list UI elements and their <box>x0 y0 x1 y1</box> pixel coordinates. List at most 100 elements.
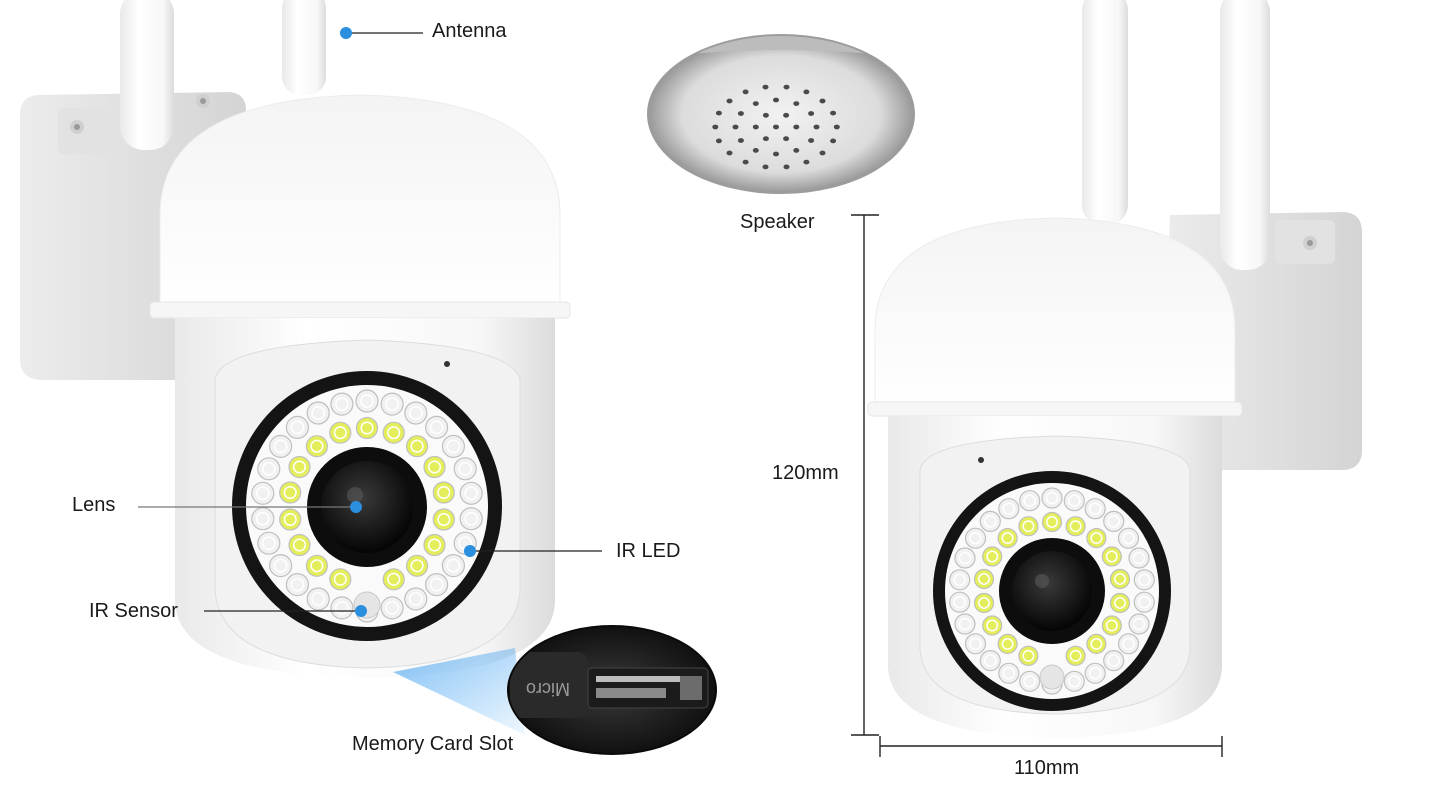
right-inner-led-group <box>973 511 1131 666</box>
right-outer-led-group <box>949 487 1155 695</box>
speaker-hole <box>742 89 749 95</box>
led <box>382 568 405 591</box>
led <box>997 527 1018 549</box>
led <box>973 568 995 590</box>
led-highlight <box>408 592 423 606</box>
led-highlight <box>986 619 999 632</box>
speaker-hole <box>808 111 815 116</box>
speaker-hole <box>783 164 790 170</box>
speaker-hole <box>783 84 790 90</box>
led-highlight <box>311 406 326 420</box>
led <box>1019 490 1041 512</box>
led <box>954 547 976 569</box>
led <box>949 569 971 591</box>
led-highlight <box>984 654 997 667</box>
led <box>288 533 311 557</box>
led-highlight <box>273 439 288 454</box>
height-dimension-label: 120mm <box>772 462 839 484</box>
speaker-hole <box>762 84 769 90</box>
led <box>1084 662 1106 684</box>
led <box>306 401 330 425</box>
left-outer-led-group <box>251 389 483 623</box>
led <box>982 546 1003 567</box>
led-highlight <box>311 592 326 606</box>
lens-dot <box>350 501 362 513</box>
speaker-hole <box>783 112 790 118</box>
led-highlight <box>437 485 451 500</box>
speaker-hole <box>773 151 779 157</box>
led <box>1103 510 1125 533</box>
right-antenna-1 <box>1082 0 1128 225</box>
led <box>1103 649 1125 672</box>
led-highlight <box>1022 520 1035 533</box>
led-highlight <box>1002 502 1016 515</box>
led <box>380 596 404 620</box>
right-camera <box>867 0 1362 738</box>
led <box>269 434 293 458</box>
led-highlight <box>429 420 444 435</box>
left-antenna-2 <box>282 0 326 95</box>
speaker-hole <box>830 138 837 144</box>
led <box>425 572 449 597</box>
led <box>1101 546 1122 567</box>
led <box>288 455 311 479</box>
led-highlight <box>408 406 423 420</box>
led-highlight <box>410 439 424 453</box>
led <box>441 553 465 578</box>
ir-sensor-label: IR Sensor <box>89 600 178 622</box>
speaker-hole <box>726 150 733 156</box>
led-highlight <box>978 597 990 609</box>
led-highlight <box>458 461 473 476</box>
led-highlight <box>290 577 305 592</box>
led <box>1018 516 1039 537</box>
led <box>285 572 309 597</box>
led-highlight <box>1114 573 1126 585</box>
ir-led-label: IR LED <box>616 540 681 562</box>
led-highlight <box>1002 667 1016 680</box>
led-highlight <box>1138 595 1151 609</box>
led-highlight <box>1001 532 1014 545</box>
speaker-hole <box>833 124 840 130</box>
memory-card-slot-label: Memory Card Slot <box>352 733 514 755</box>
memory-card-print: Micro <box>526 679 570 699</box>
speaker-hole <box>813 124 820 130</box>
speaker-hole <box>830 110 837 116</box>
led <box>279 508 302 531</box>
led <box>459 507 483 531</box>
speaker-hole <box>737 111 744 116</box>
led-highlight <box>1023 675 1036 688</box>
led-highlight <box>427 460 442 474</box>
led-highlight <box>310 559 324 573</box>
led <box>964 633 987 655</box>
led-highlight <box>1107 515 1120 528</box>
led-highlight <box>273 558 288 573</box>
speaker-hole <box>793 148 800 153</box>
speaker-hole <box>742 159 749 165</box>
speaker-hole <box>762 136 769 142</box>
led <box>979 649 1001 672</box>
speaker-hole <box>803 89 810 95</box>
right-dome <box>874 217 1236 411</box>
led <box>998 498 1020 520</box>
led <box>269 553 293 578</box>
led-highlight <box>261 461 276 476</box>
left-inner-led-group <box>279 416 455 591</box>
led <box>949 591 971 613</box>
memory-card-inset: Micro <box>393 625 717 755</box>
led-highlight <box>1069 520 1082 533</box>
led-highlight <box>283 512 297 527</box>
led <box>1128 613 1150 635</box>
led <box>1018 645 1039 666</box>
led-highlight <box>958 617 972 631</box>
led-highlight <box>1068 675 1081 688</box>
led <box>1084 498 1106 520</box>
led <box>997 633 1018 655</box>
led-highlight <box>1122 531 1135 545</box>
led-highlight <box>984 515 997 528</box>
led <box>432 508 455 531</box>
speaker-hole <box>732 124 739 130</box>
led <box>441 434 465 458</box>
led <box>964 527 987 549</box>
led-highlight <box>1107 654 1120 667</box>
led-highlight <box>969 637 982 651</box>
